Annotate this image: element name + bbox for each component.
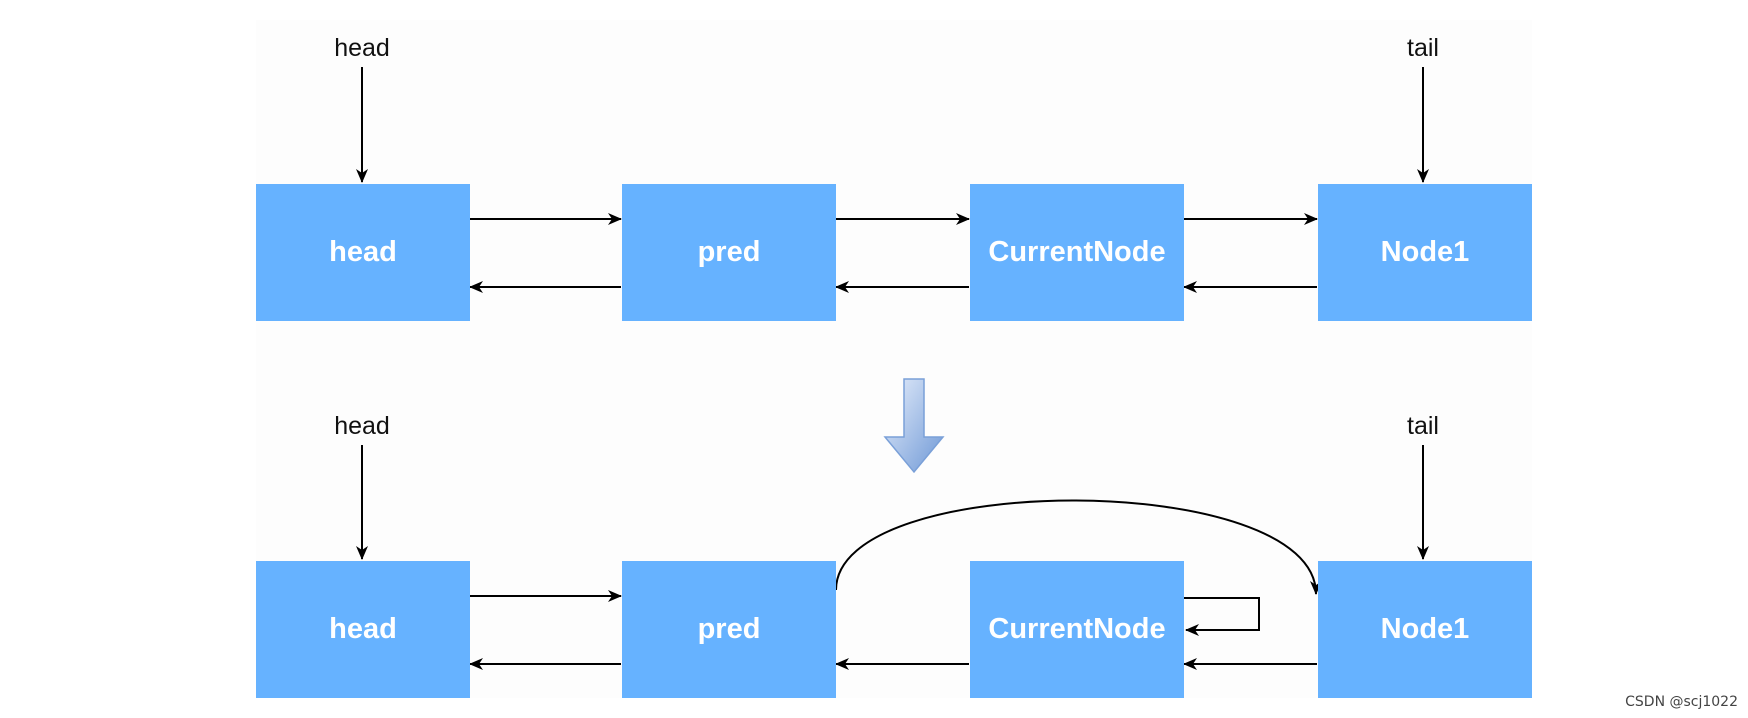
top-node-node1: Node1 [1318, 184, 1532, 321]
bottom-next-pred-to-node1-curve [835, 499, 1322, 595]
bottom-node-current: CurrentNode [970, 561, 1184, 698]
transition-down-arrow [883, 378, 945, 474]
bottom-node-pred: pred [622, 561, 836, 698]
top-tail-pointer-label: tail [1407, 34, 1439, 62]
bottom-current-self-loop [1184, 597, 1260, 636]
bottom-tail-pointer-label: tail [1407, 412, 1439, 440]
bottom-head-pointer-label: head [334, 412, 390, 440]
top-head-pointer-label: head [334, 34, 390, 62]
top-node-head: head [256, 184, 470, 321]
top-node-current: CurrentNode [970, 184, 1184, 321]
top-node-pred: pred [622, 184, 836, 321]
bottom-node-head: head [256, 561, 470, 698]
bottom-node-node1: Node1 [1318, 561, 1532, 698]
watermark-text: CSDN @scj1022 [1625, 694, 1738, 710]
